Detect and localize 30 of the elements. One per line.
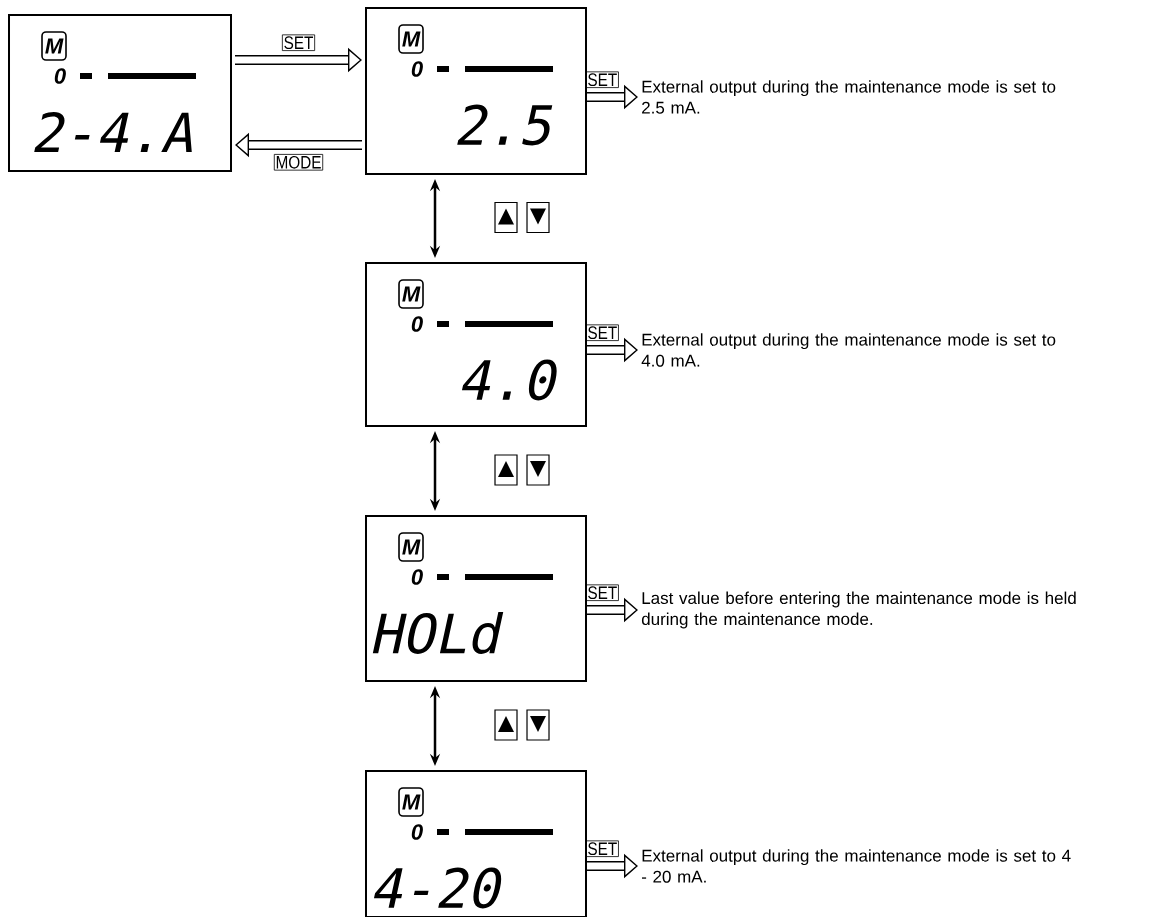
description-text: External output during the maintenance mode is set to 2.5 mA. [642,80,1056,114]
segment-readout: 4-20 [373,867,502,909]
segment-digit: 0 [411,824,423,840]
lcd-display [365,770,587,917]
mode-indicator: M [398,532,424,562]
key-label: SET [585,324,619,341]
segment-readout: HOLd [372,612,504,654]
mode-indicator: M [398,787,424,817]
segment-readout: 2.5 [457,104,553,146]
segment-digit: 0 [54,68,66,84]
lcd-display [8,14,232,172]
segment-digit: 0 [411,316,423,332]
key-label: SET [585,840,619,857]
segment-readout: 4.0 [461,359,557,401]
segment-digit: 0 [411,61,423,77]
lcd-display [365,7,587,175]
key-label: MODE [273,154,324,171]
mode-indicator: M [398,24,424,54]
description-text: Last value before entering the maintenance mode is held during the maintenance mode. [641,591,1076,629]
mode-indicator: M [398,279,424,309]
description-text: External output during the maintenance mode is set to 4 - 20 mA. [641,849,1071,883]
lcd-display [365,262,587,427]
segment-readout: 2-4.A [34,111,192,153]
lcd-display [365,515,587,682]
key-label: SET [281,34,316,51]
mode-indicator: M [41,31,67,61]
key-label: SET [585,584,619,601]
description-text: External output during the maintenance mode is set to 4.0 mA. [641,333,1056,367]
key-label: SET [585,71,619,88]
segment-digit: 0 [411,569,423,585]
